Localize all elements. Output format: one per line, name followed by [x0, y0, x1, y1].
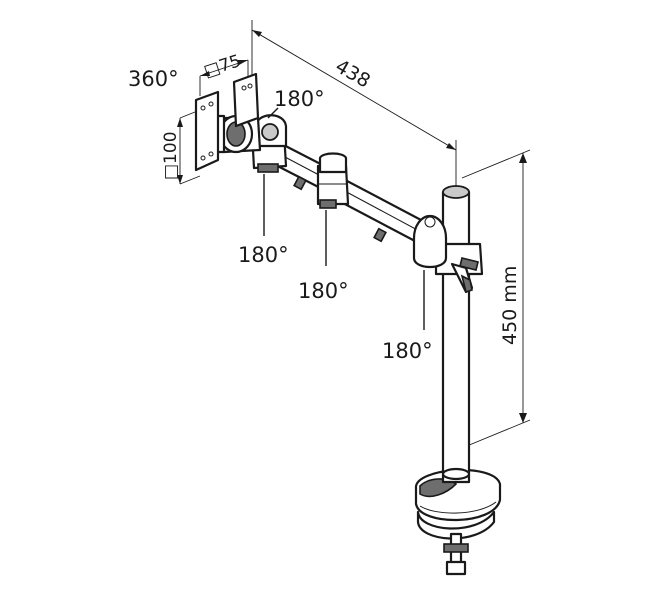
swivel-pointers — [263, 107, 425, 330]
pole-collar — [434, 242, 484, 294]
arm-length-label: 438 — [332, 55, 374, 92]
vertical-pole — [441, 185, 471, 484]
desk-clamp — [414, 468, 502, 576]
tilt-label: 360° — [128, 67, 179, 91]
vesa-100-label: □100 — [161, 131, 181, 180]
joint-middle — [316, 152, 350, 209]
dimension-height — [461, 149, 531, 449]
dimension-arm-length — [251, 20, 457, 192]
swivel-head-label: 180° — [274, 87, 325, 111]
swivel-joint-1-label: 180° — [238, 243, 289, 267]
dimension-vesa-75 — [199, 59, 249, 96]
swivel-pole-label: 180° — [382, 339, 433, 363]
vesa-plate — [194, 72, 260, 172]
joint-pole-end — [412, 214, 448, 269]
vesa-75-label: □75 — [201, 51, 243, 82]
height-label: 450 mm — [499, 266, 521, 345]
swivel-joint-2-label: 180° — [298, 279, 349, 303]
